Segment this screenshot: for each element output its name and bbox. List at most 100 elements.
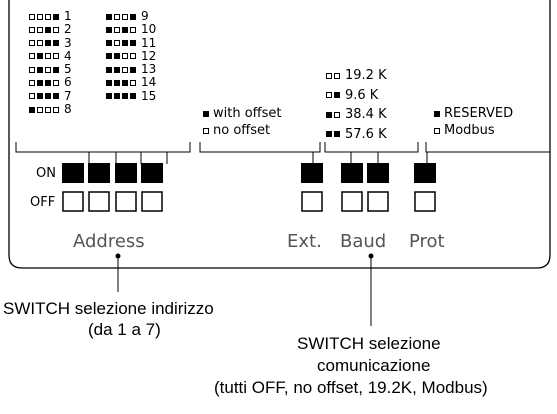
dip-bit-icon — [53, 53, 59, 60]
dip-bit-icon — [114, 93, 120, 100]
address-code-number: 3 — [64, 35, 72, 50]
ext-label: Ext. — [287, 231, 322, 252]
dip-bit-icon — [29, 66, 35, 73]
dip-bit-icon — [106, 66, 112, 73]
dip-bit-icon — [53, 40, 59, 47]
legend-label: 38.4 K — [345, 107, 387, 122]
address-code-row: 15 — [106, 88, 157, 103]
dip-bit-icon — [29, 53, 35, 60]
address-code-row: 10 — [106, 23, 156, 36]
baud-legend-entry: 9.6 K — [326, 86, 387, 106]
dip-bit-icon — [29, 79, 35, 86]
address-bracket — [15, 142, 191, 153]
legend-entry: with offset — [203, 105, 282, 122]
address-code-number: 5 — [64, 62, 72, 77]
legend-label: no offset — [213, 123, 271, 138]
address-code-number: 11 — [141, 35, 157, 50]
address-callout-line-2: (da 1 a 7) — [88, 320, 161, 339]
dip-bit-icon — [29, 106, 35, 113]
off-label: OFF — [30, 195, 56, 210]
dip-bit-icon — [130, 53, 136, 60]
dip-bit-icon — [114, 40, 120, 47]
address-code-row: 8 — [29, 103, 72, 116]
on-label: ON — [36, 166, 56, 181]
legend-entry: Modbus — [434, 122, 513, 139]
address-code-row: 1 — [29, 10, 72, 23]
dip-bit-icon — [29, 26, 35, 33]
dip-bit-icon — [37, 26, 43, 33]
baud-legend-entry: 38.4 K — [326, 105, 387, 125]
dip-bit-icon — [106, 79, 112, 86]
baud-label: Baud — [340, 231, 387, 252]
address-code-row: 4 — [29, 49, 72, 63]
address-code-number: 14 — [141, 75, 157, 90]
dip-bit-icon — [122, 26, 128, 33]
dip-bit-icon — [326, 131, 332, 137]
dip-bit-icon — [334, 72, 340, 79]
address-code-number: 15 — [141, 88, 157, 103]
legend-label: RESERVED — [444, 106, 514, 121]
dip-bit-icon — [53, 13, 59, 20]
dip-bit-icon — [114, 66, 120, 73]
address-code-row: 5 — [29, 63, 72, 76]
dip-bit-icon — [37, 53, 43, 60]
dip-bit-icon — [130, 26, 136, 33]
dip-bit-icon — [37, 93, 43, 100]
address-code-number: 8 — [64, 102, 72, 117]
address-code-row: 7 — [29, 88, 72, 103]
dip-bit-icon — [130, 66, 136, 73]
dip-bit-icon — [122, 53, 128, 60]
baud-bracket — [324, 142, 419, 153]
dip-bit-icon — [114, 79, 120, 86]
legend-label: 57.6 K — [345, 126, 387, 142]
address-callout-line-1: SWITCH selezione indirizzo — [3, 299, 214, 318]
dip-bit-icon — [326, 92, 332, 98]
dip-bit-icon — [45, 66, 51, 73]
dip-bit-icon — [53, 93, 59, 100]
address-code-row: 2 — [29, 23, 72, 36]
legend-label: 9.6 K — [345, 87, 379, 103]
address-code-number: 12 — [141, 48, 157, 63]
dip-bit-icon — [53, 79, 59, 86]
address-code-row: 12 — [106, 48, 157, 63]
legend-entry: RESERVED — [434, 105, 513, 122]
ext-bracket — [199, 142, 321, 153]
dip-bit-icon — [203, 110, 209, 117]
dip-bit-icon — [130, 13, 136, 20]
dip-bit-icon — [45, 53, 51, 60]
dip-bit-icon — [106, 26, 112, 33]
dip-bit-icon — [45, 13, 51, 20]
dip-bit-icon — [45, 26, 51, 33]
dip-bit-icon — [326, 111, 332, 118]
dip-bit-icon — [203, 127, 209, 134]
dip-bit-icon — [106, 93, 112, 100]
address-code-number: 2 — [64, 22, 72, 37]
address-code-number: 7 — [64, 88, 72, 103]
dip-bit-icon — [45, 40, 51, 47]
dip-bit-icon — [434, 127, 440, 134]
dip-bit-icon — [334, 92, 340, 98]
address-code-row: 9 — [106, 10, 156, 23]
dip-bit-icon — [29, 13, 35, 20]
legend-label: with offset — [213, 106, 282, 121]
address-code-row: 14 — [106, 76, 156, 89]
dip-bit-icon — [29, 93, 35, 100]
dip-bit-icon — [114, 13, 120, 20]
dip-bit-icon — [334, 131, 340, 137]
dip-bit-icon — [122, 79, 128, 86]
comm-callout-line-3: (tutti OFF, no offset, 19.2K, Modbus) — [214, 378, 488, 397]
dip-bit-icon — [122, 93, 128, 100]
dip-bit-icon — [122, 13, 128, 20]
dip-bit-icon — [326, 72, 332, 79]
address-code-number: 9 — [141, 9, 149, 23]
dip-bit-icon — [114, 26, 120, 33]
prot-label: Prot — [409, 231, 445, 252]
legend-entry: no offset — [203, 122, 282, 139]
ext-legend: with offset no offset — [203, 105, 282, 139]
dip-bit-icon — [45, 79, 51, 86]
dip-bit-icon — [53, 66, 59, 73]
comm-callout-line-2: comunicazione — [317, 356, 431, 375]
